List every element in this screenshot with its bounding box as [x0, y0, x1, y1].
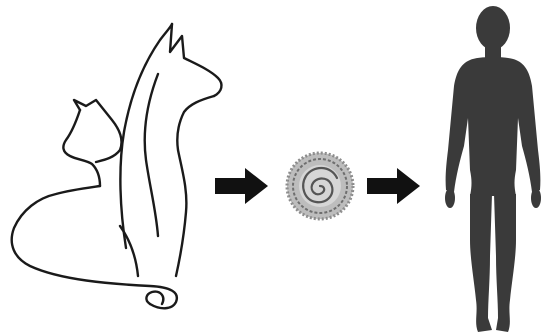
hairball-circle-icon — [287, 153, 353, 219]
human-silhouette-icon — [445, 6, 541, 332]
dog-chest-line — [176, 96, 214, 276]
silhouette-right-leg — [494, 194, 516, 332]
cat-body-line — [12, 186, 177, 308]
cat-face-line — [63, 110, 100, 186]
cat-and-dog-outline-icon — [12, 24, 222, 308]
silhouette-torso — [446, 57, 541, 196]
silhouette-left-leg — [470, 194, 492, 332]
dog-ears-line — [170, 24, 221, 96]
dog-back-line — [120, 24, 172, 248]
dog-neck-line — [145, 74, 158, 236]
cat-tail-line — [146, 292, 163, 304]
arrow-right-icon — [215, 168, 268, 204]
cat-head-line — [74, 100, 122, 162]
cat-leg-line — [120, 226, 138, 276]
arrow-right-icon — [367, 168, 420, 204]
silhouette-head — [476, 6, 510, 50]
